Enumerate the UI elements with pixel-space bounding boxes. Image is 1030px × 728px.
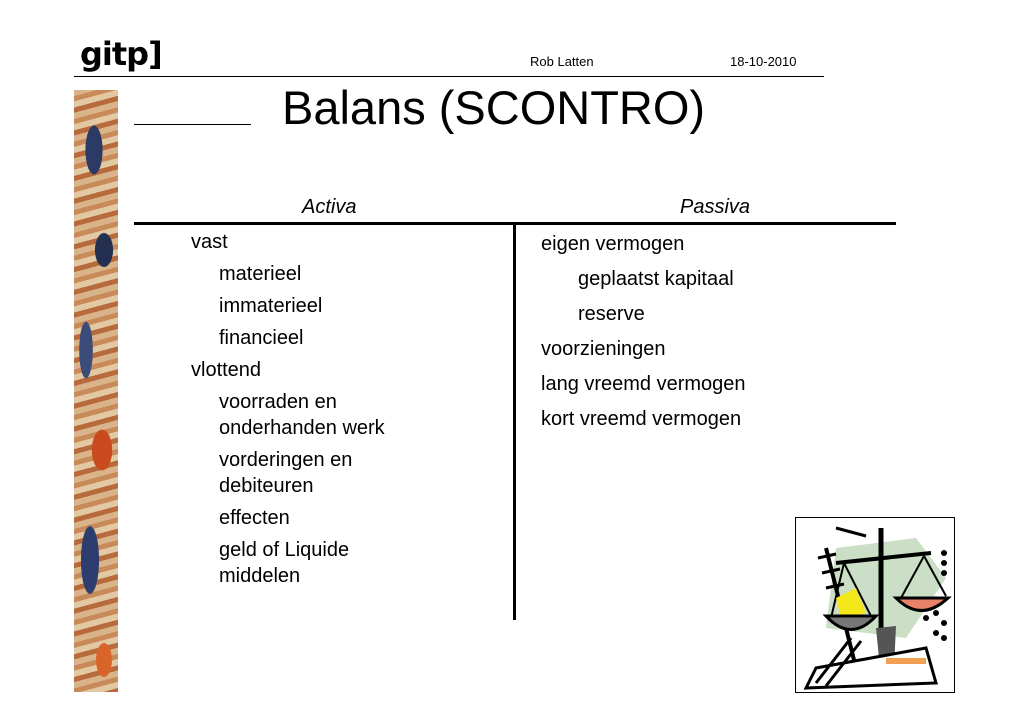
list-item: financieel (219, 327, 304, 349)
activa-heading: Activa (302, 196, 357, 218)
list-item-line: middelen (219, 565, 301, 587)
passiva-list: eigen vermogen geplaatst kapitaal reserv… (541, 231, 746, 441)
gitp-logo: gitp] (80, 35, 163, 73)
activa-list: vast materieel immaterieel financieel vl… (191, 229, 385, 589)
passiva-heading: Passiva (680, 196, 751, 218)
list-item: vlottend (191, 359, 262, 381)
list-item: materieel (219, 263, 302, 285)
page-title: Balans (SCONTRO) (282, 81, 706, 134)
list-item: effecten (219, 507, 290, 529)
author-name: Rob Latten (530, 54, 594, 69)
logo-bracket: ] (148, 35, 163, 73)
list-item-line: debiteuren (219, 475, 314, 497)
list-item-line: voorraden en (219, 391, 337, 413)
list-item: geplaatst kapitaal (578, 268, 734, 290)
list-item: vorderingen en debiteuren (191, 447, 385, 499)
list-item: lang vreemd vermogen (541, 373, 746, 395)
list-item: voorraden en onderhanden werk (191, 389, 385, 441)
list-item-line: onderhanden werk (219, 417, 385, 439)
t-account-horizontal-line (134, 222, 896, 225)
balance-scale-clipart (795, 517, 955, 693)
header-divider (74, 76, 824, 77)
title-accent-line (134, 124, 251, 125)
list-item: kort vreemd vermogen (541, 408, 742, 430)
list-item: eigen vermogen (541, 233, 685, 255)
logo-text: gitp (80, 35, 149, 73)
list-item: voorzieningen (541, 338, 666, 360)
list-item: vast (191, 231, 228, 253)
list-item: reserve (578, 303, 645, 325)
decorative-painting-strip (74, 90, 118, 692)
t-account-vertical-line (513, 225, 516, 620)
list-item: geld of Liquide middelen (191, 537, 385, 589)
slide-date: 18-10-2010 (730, 54, 797, 69)
list-item-line: vorderingen en (219, 449, 353, 471)
balance-scale-icon (803, 526, 952, 690)
list-item: immaterieel (219, 295, 323, 317)
list-item-line: geld of Liquide (219, 539, 350, 561)
